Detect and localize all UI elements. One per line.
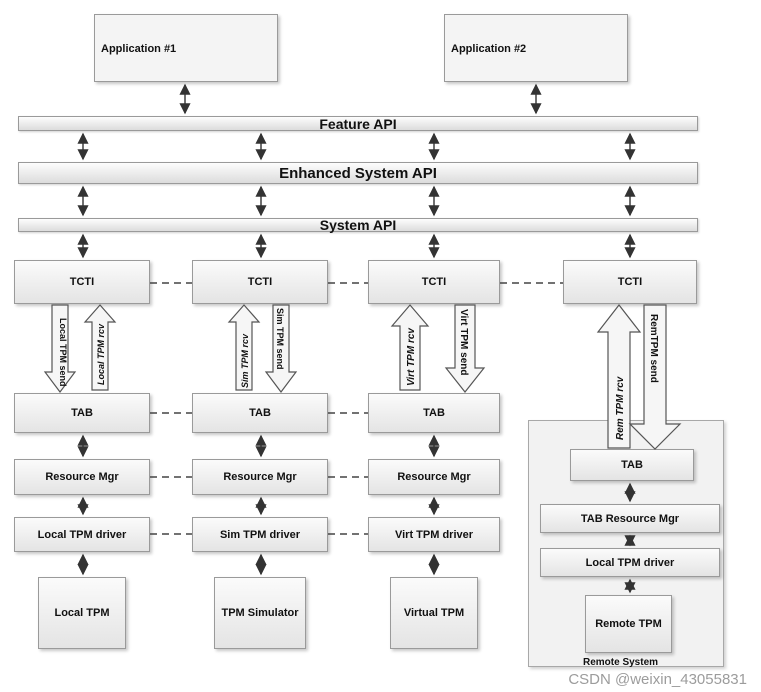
tab-label-sim: TAB [249, 407, 271, 419]
resource-mgr-label-local: Resource Mgr [45, 471, 119, 483]
virt-rcv-label: Virt TPM rcv [406, 327, 417, 386]
resource-mgr-box-local: Resource Mgr [14, 459, 150, 495]
enhanced-system-api-bar: Enhanced System API [18, 162, 698, 184]
resource-mgr-label-virt: Resource Mgr [397, 471, 471, 483]
tab-box-local: TAB [14, 393, 150, 433]
tcti-label-virt: TCTI [421, 276, 447, 288]
sim-rcv-arrow [227, 304, 261, 391]
tcti-label-sim: TCTI [247, 276, 273, 288]
local-send-arrow [43, 304, 77, 393]
system-api-label: System API [319, 217, 397, 233]
local-rcv-label: Local TPM rcv [96, 323, 106, 385]
local-send-label: Local TPM send [58, 318, 68, 387]
tab-box-remote: TAB [570, 449, 694, 481]
device-label-sim: TPM Simulator [221, 607, 299, 619]
tab-label-local: TAB [71, 407, 93, 419]
resource-mgr-box-virt: Resource Mgr [368, 459, 500, 495]
watermark: CSDN @weixin_43055831 [568, 671, 747, 688]
tab-label-remote: TAB [621, 459, 643, 471]
device-box-sim: TPM Simulator [214, 577, 306, 649]
sim-rcv-label: Sim TPM rcv [240, 333, 250, 388]
resource-mgr-label-sim: Resource Mgr [223, 471, 297, 483]
driver-label-local: Local TPM driver [37, 528, 127, 541]
device-box-remote: Remote TPM [585, 595, 672, 653]
tcti-box-sim: TCTI [192, 260, 328, 304]
driver-label-remote: Local TPM driver [585, 556, 675, 569]
system-api-bar: System API [18, 217, 698, 233]
rem-send-label: RemTPM send [648, 314, 659, 383]
virt-send-label: Virt TPM send [458, 309, 469, 376]
resource-mgr-box-sim: Resource Mgr [192, 459, 328, 495]
driver-box-remote: Local TPM driver [540, 548, 720, 577]
tab-box-virt: TAB [368, 393, 500, 433]
sim-send-label: Sim TPM send [275, 308, 285, 370]
device-box-local: Local TPM [38, 577, 126, 649]
virt-send-arrow [444, 304, 486, 393]
tab-box-sim: TAB [192, 393, 328, 433]
tab-label-virt: TAB [423, 407, 445, 419]
tcti-label-remote: TCTI [617, 276, 643, 288]
tcti-box-virt: TCTI [368, 260, 500, 304]
application-1-label: Application #1 [101, 43, 177, 55]
rem-send-arrow [628, 304, 682, 450]
driver-box-sim: Sim TPM driver [192, 517, 328, 552]
tcti-box-local: TCTI [14, 260, 150, 304]
device-label-local: Local TPM [54, 607, 110, 619]
tab-resource-mgr-label-remote: TAB Resource Mgr [580, 512, 680, 525]
application-1-box: Application #1 [94, 14, 278, 82]
feature-api-bar: Feature API [18, 115, 698, 132]
driver-label-sim: Sim TPM driver [219, 528, 301, 541]
local-rcv-arrow [83, 304, 117, 391]
rem-rcv-arrow [596, 304, 642, 449]
driver-box-local: Local TPM driver [14, 517, 150, 552]
driver-label-virt: Virt TPM driver [394, 528, 474, 541]
feature-api-label: Feature API [319, 115, 397, 132]
device-label-remote: Remote TPM [595, 618, 662, 630]
tcti-box-remote: TCTI [563, 260, 697, 304]
tab-resource-mgr-box-remote: TAB Resource Mgr [540, 504, 720, 533]
device-box-virt: Virtual TPM [390, 577, 478, 649]
rem-rcv-label: Rem TPM rcv [615, 375, 626, 440]
virt-rcv-arrow [390, 304, 430, 391]
sim-send-arrow [264, 304, 298, 393]
tcti-label-local: TCTI [69, 276, 95, 288]
driver-box-virt: Virt TPM driver [368, 517, 500, 552]
application-2-label: Application #2 [451, 43, 527, 55]
application-2-box: Application #2 [444, 14, 628, 82]
enhanced-system-api-label: Enhanced System API [279, 164, 437, 182]
device-label-virt: Virtual TPM [403, 607, 465, 619]
remote-system-label: Remote System [583, 657, 659, 668]
